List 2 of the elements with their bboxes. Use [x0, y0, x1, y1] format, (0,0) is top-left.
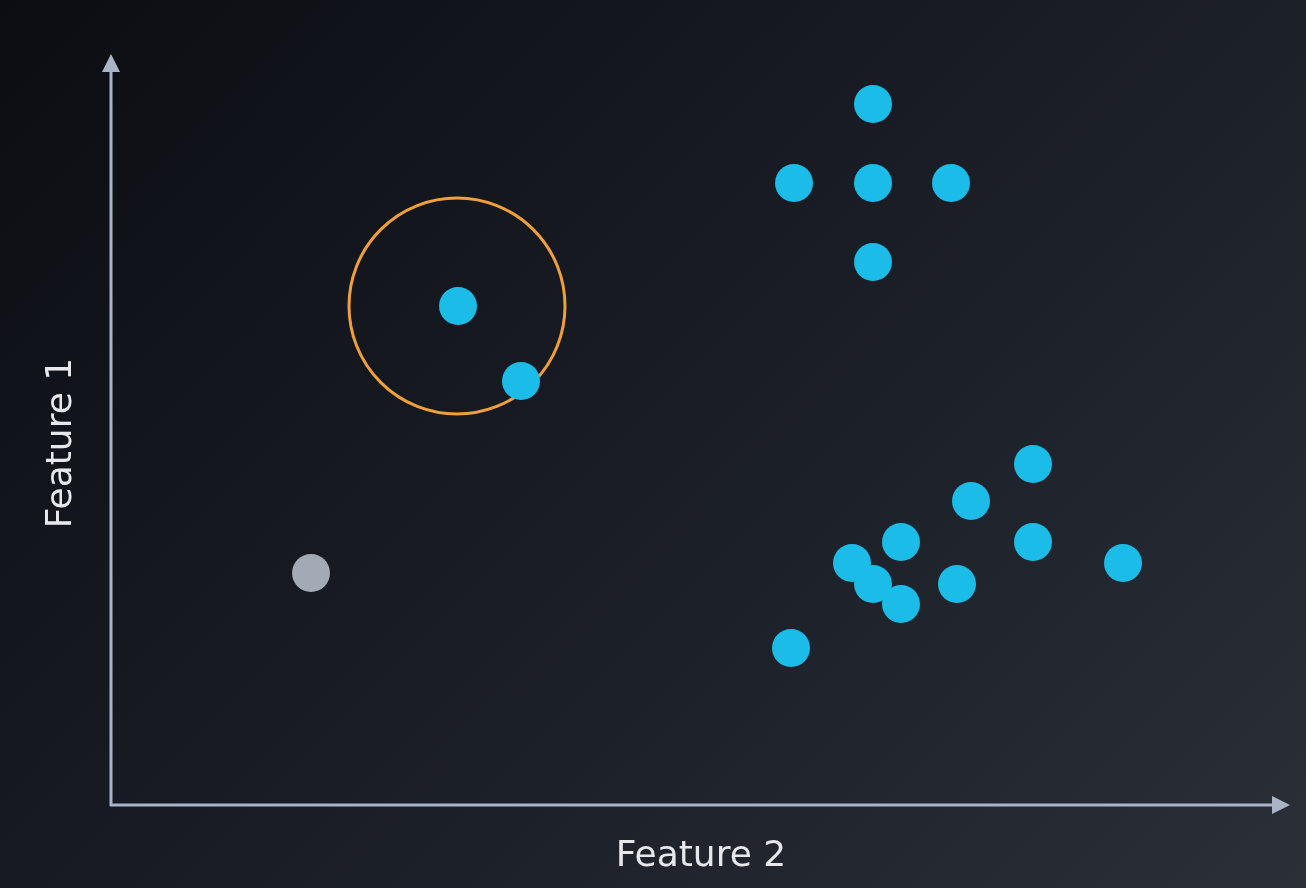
axis-title: Feature 2: [615, 832, 787, 874]
axis-title: Feature 1: [37, 357, 79, 529]
